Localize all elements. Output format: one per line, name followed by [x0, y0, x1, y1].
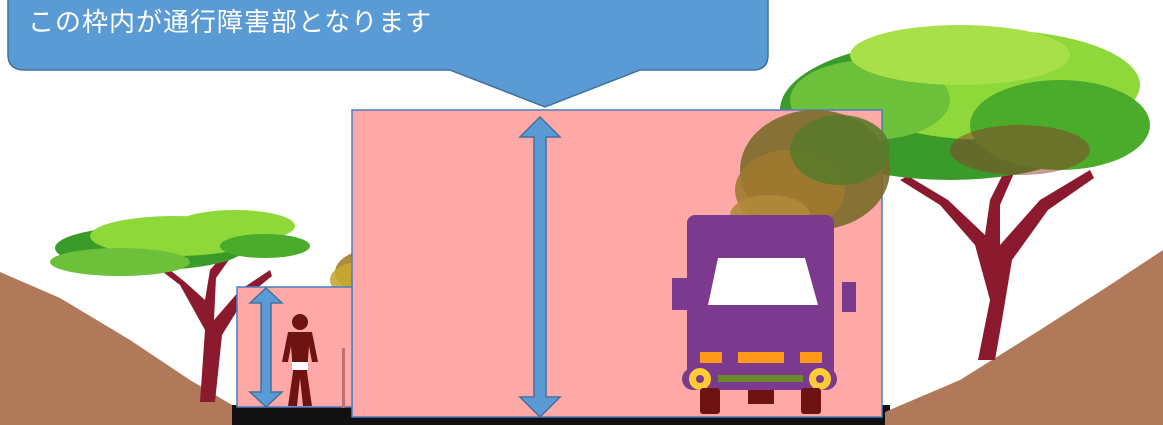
callout-text: この枠内が通行障害部となります: [28, 8, 433, 38]
left-hill: [0, 272, 232, 425]
pedestrian-icon: [282, 314, 345, 408]
right-hill: [885, 250, 1163, 425]
double-headed-arrow-roadway: [518, 115, 562, 419]
double-headed-arrow-sidewalk: [248, 286, 284, 409]
callout-bubble: [7, 0, 769, 108]
truck-icon: [672, 215, 856, 414]
